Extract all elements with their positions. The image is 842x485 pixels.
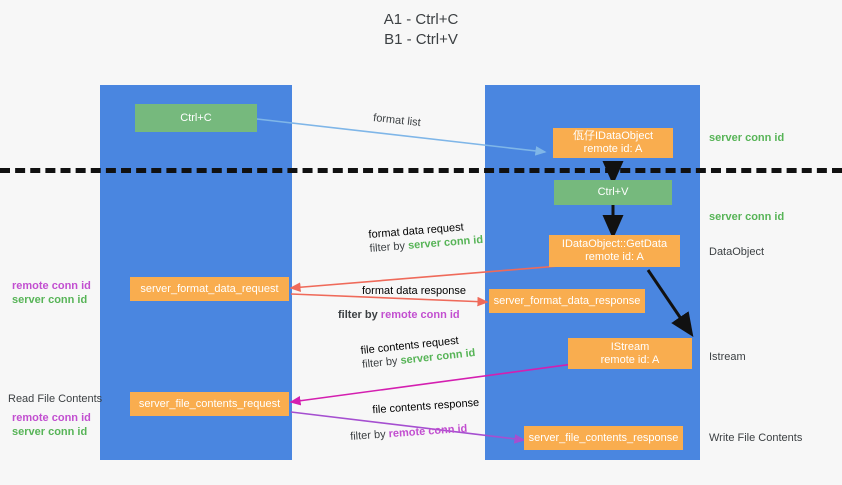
left-label-remote-conn-id-lower: remote conn id xyxy=(12,412,91,424)
filter-prefix: filter by xyxy=(369,239,409,255)
edge-label-format-data-response: format data response filter by remote co… xyxy=(338,284,466,322)
edge-label-format-data-response-line1: format data response xyxy=(362,285,466,297)
right-label-server-conn-id-second: server conn id xyxy=(709,211,785,223)
box-idataobject-top[interactable]: 佤仔IDataObject remote id: A xyxy=(553,128,673,158)
filter-prefix: filter by xyxy=(361,354,402,371)
left-label-server-conn-id-lower: server conn id xyxy=(12,426,88,438)
edge-label-file-contents-response: file contents response filter by remote … xyxy=(348,396,481,444)
left-label-remote-conn-id-upper: remote conn id xyxy=(12,280,91,292)
filter-key-remote-conn-id: remote conn id xyxy=(380,309,460,321)
right-label-dataobject: DataObject xyxy=(709,246,765,258)
left-label-server-conn-id-upper: server conn id xyxy=(12,294,88,306)
filter-prefix: filter by xyxy=(338,309,381,321)
left-label-conn-ids-lower: remote conn id server conn id xyxy=(12,411,91,439)
box-idataobject-getdata[interactable]: IDataObject::GetData remote id: A xyxy=(549,235,680,267)
edge-label-file-contents-request: file contents request filter by server c… xyxy=(360,332,476,372)
left-label-conn-ids-upper: remote conn id server conn id xyxy=(12,279,91,307)
box-server-file-contents-response[interactable]: server_file_contents_response xyxy=(524,426,683,450)
box-server-format-data-response[interactable]: server_format_data_response xyxy=(489,289,645,313)
page-title: A1 - Ctrl+C B1 - Ctrl+V xyxy=(383,11,459,48)
right-label-write-file-contents: Write File Contents xyxy=(709,432,803,444)
right-label-istream: Istream xyxy=(709,351,746,363)
edge-label-format-data-request: format data request filter by server con… xyxy=(368,219,484,256)
edge-label-format-list: format list xyxy=(372,111,422,130)
edge-label-file-contents-response-line2: filter by remote conn id xyxy=(350,421,482,444)
box-server-format-data-request[interactable]: server_format_data_request xyxy=(130,277,289,301)
box-ctrl-c[interactable]: Ctrl+C xyxy=(135,104,257,132)
box-istream[interactable]: IStream remote id: A xyxy=(568,338,692,369)
edge-label-file-contents-response-line1: file contents response xyxy=(372,396,480,417)
filter-key-remote-conn-id: remote conn id xyxy=(388,422,468,441)
boundary-divider xyxy=(0,168,842,173)
left-label-read-file-contents: Read File Contents xyxy=(8,393,103,405)
box-server-file-contents-request[interactable]: server_file_contents_request xyxy=(130,392,289,416)
box-ctrl-v[interactable]: Ctrl+V xyxy=(554,180,672,205)
filter-prefix: filter by xyxy=(349,428,390,443)
right-label-server-conn-id-top: server conn id xyxy=(709,132,785,144)
edge-label-format-data-response-line2: filter by remote conn id xyxy=(338,308,466,322)
